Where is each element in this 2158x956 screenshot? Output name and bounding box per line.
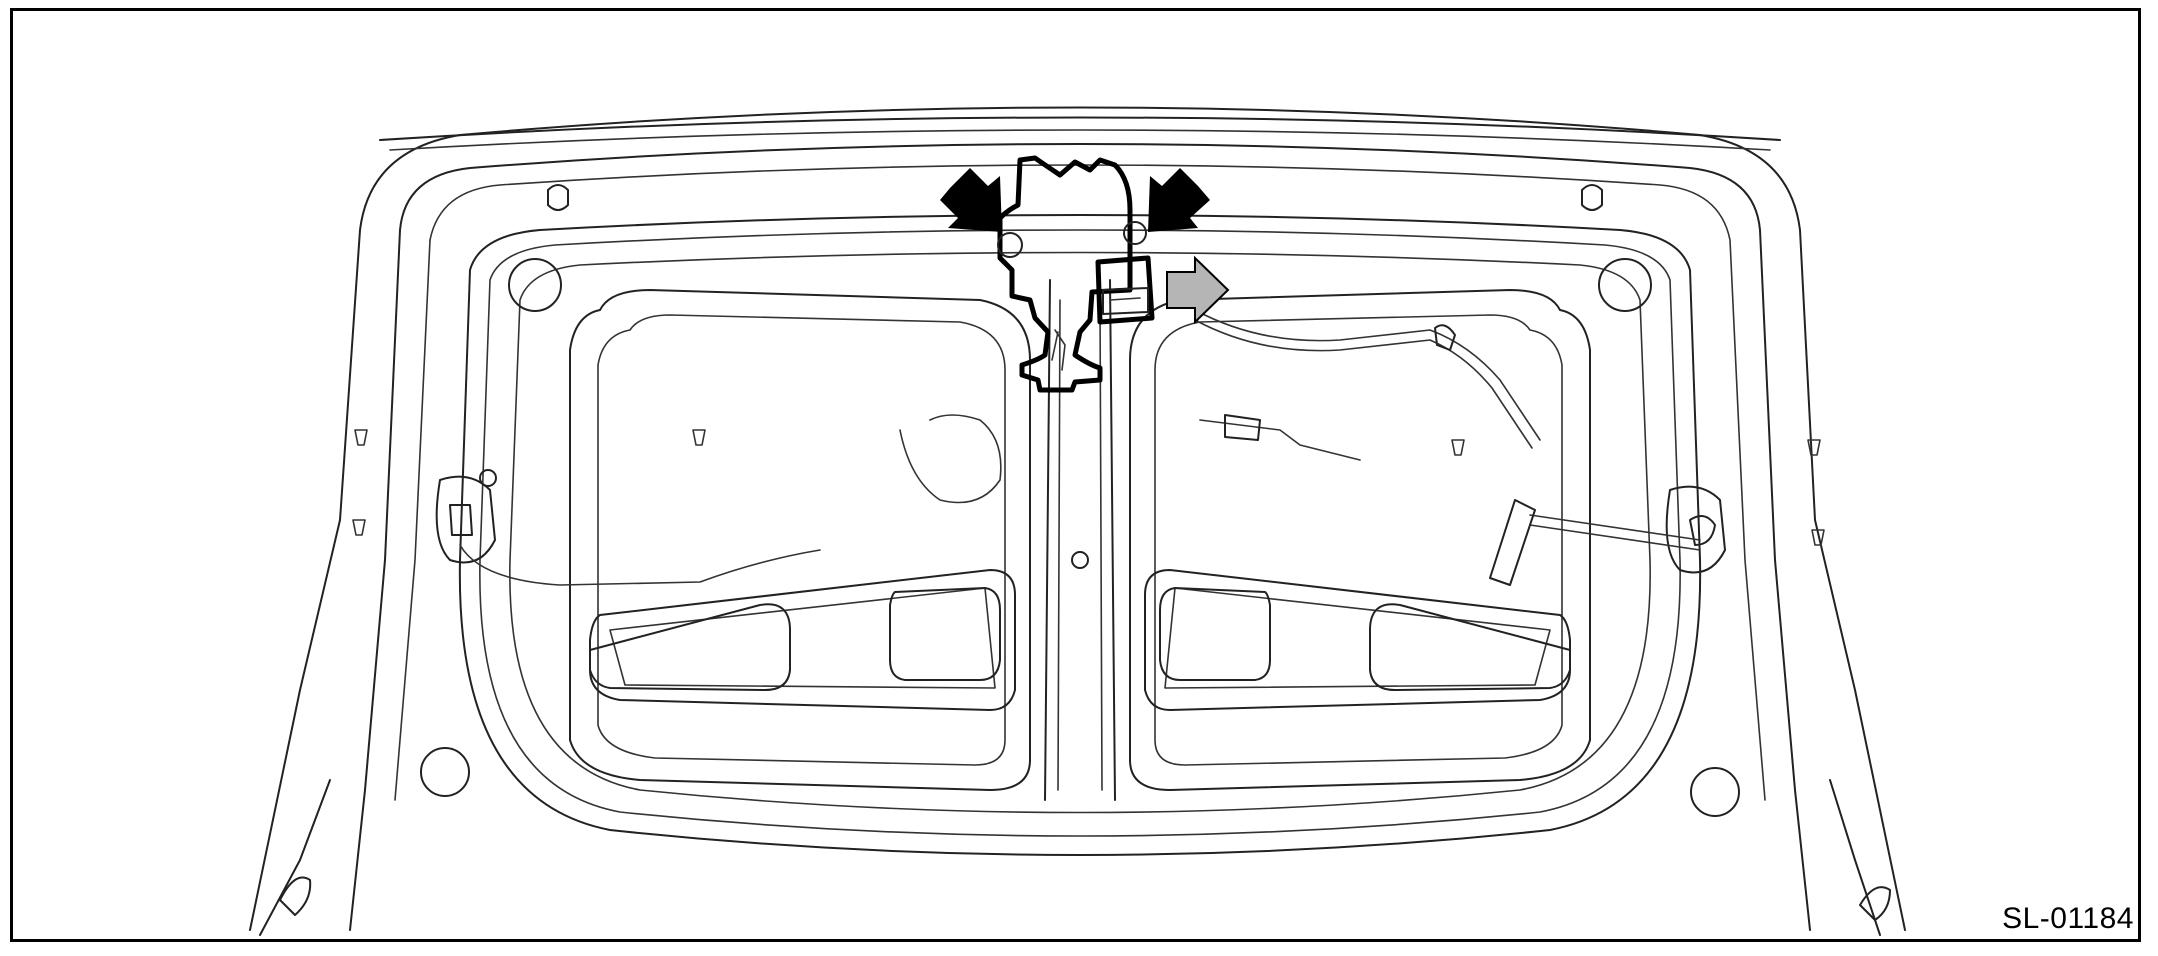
mounting-holes xyxy=(420,258,1740,817)
black-arrow-icon xyxy=(1148,168,1210,232)
left-cavity xyxy=(569,289,1031,791)
wire-harness xyxy=(899,309,1541,504)
right-cavity xyxy=(1129,289,1591,791)
center-rib xyxy=(1044,279,1116,801)
gray-arrow-icon xyxy=(1166,255,1230,325)
inner-panel xyxy=(458,214,1702,856)
clips xyxy=(352,429,1825,546)
figure-id-label: SL-01184 xyxy=(2002,902,2134,935)
black-arrow-icon xyxy=(940,168,1002,232)
right-damper-mount xyxy=(1489,485,1726,586)
left-hinge xyxy=(259,779,1891,936)
lid-bumpers xyxy=(547,184,1603,211)
trunk-lock-assembly xyxy=(997,155,1155,393)
trunk-lid-outline xyxy=(249,106,1906,931)
left-damper-mount xyxy=(435,469,821,586)
